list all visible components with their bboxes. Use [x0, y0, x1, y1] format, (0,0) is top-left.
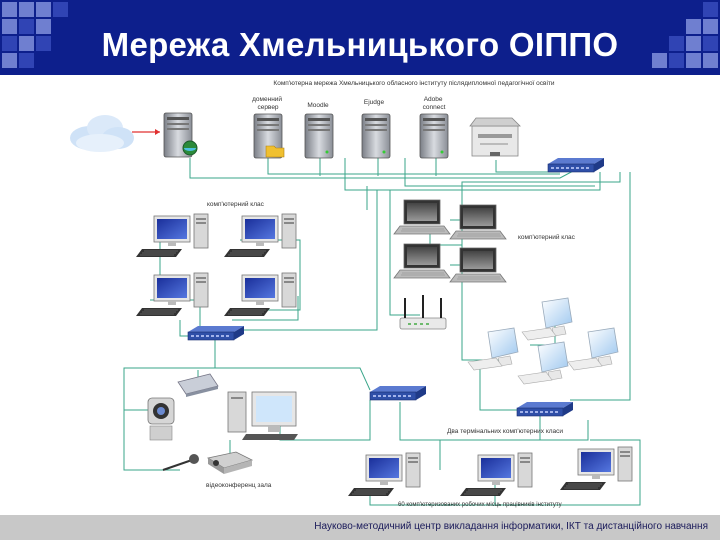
footer-text: Науково-методичний центр викладання інфо… — [314, 521, 708, 532]
terminal-3 — [517, 341, 569, 385]
laptop-2 — [449, 204, 507, 240]
slide-header: Мережа Хмельницького ОІППО — [0, 0, 720, 75]
microphone-icon — [162, 454, 199, 471]
class-left-pc-1 — [135, 213, 209, 258]
terminal-1 — [521, 297, 573, 341]
scanner-icon — [177, 373, 219, 397]
workstation-pc-2 — [459, 452, 533, 497]
diagram-caption: Комп'ютерна мережа Хмельницького обласно… — [273, 79, 555, 87]
class-left-pc-2 — [223, 213, 297, 258]
gateway-server-icon — [163, 112, 198, 158]
class-left-switch-icon — [187, 325, 245, 341]
laptop-1 — [393, 199, 451, 235]
terminal-switch-right-icon — [516, 401, 574, 417]
domain-server-icon — [253, 113, 285, 159]
domain-server-label: доменний сервер — [252, 95, 284, 111]
adobe-connect-label-l2: connect — [423, 104, 446, 111]
domain-server-label-l1: доменний — [252, 95, 282, 103]
class-left-label: комп'ютерний клас — [207, 200, 265, 208]
workstations-label: 60 комп'ютеризованих робочих місць праці… — [398, 502, 562, 508]
printer-icon — [469, 117, 521, 157]
ejudge-server-icon — [361, 113, 391, 159]
projector-icon — [206, 451, 254, 474]
domain-server-label-l2: сервер — [257, 104, 278, 111]
slide-title: Мережа Хмельницького ОІППО — [101, 26, 619, 63]
network-cables — [123, 158, 641, 506]
moodle-server-label: Moodle — [307, 102, 329, 109]
adobe-connect-label: Adobe connect — [423, 96, 446, 111]
webcam-icon — [147, 397, 175, 441]
laptop-3 — [393, 243, 451, 279]
wifi-router-icon — [399, 295, 447, 330]
terminal-4 — [567, 327, 619, 371]
moodle-server-icon — [304, 113, 334, 159]
video-hall-pc-icon — [227, 391, 298, 440]
workstation-pc-3 — [559, 446, 633, 491]
ejudge-server-label: Ejudge — [364, 99, 385, 106]
main-switch-icon — [547, 157, 605, 173]
cloud-icon — [70, 115, 134, 152]
network-diagram: Комп'ютерна мережа Хмельницького обласно… — [70, 79, 641, 508]
footer-bar: Науково-методичний центр викладання інфо… — [0, 515, 720, 540]
class-left-pc-3 — [135, 272, 209, 317]
class-right-label: комп'ютерний клас — [518, 233, 576, 241]
terminal-2 — [467, 327, 519, 371]
terminal-classes-label: Два термінальних комп'ютерних класи — [447, 427, 563, 435]
terminal-switch-mid-icon — [369, 385, 427, 401]
workstation-pc-1 — [347, 452, 421, 497]
video-hall-label: відеоконференц зала — [206, 481, 272, 489]
adobe-connect-label-l1: Adobe — [424, 96, 443, 103]
adobe-connect-server-icon — [419, 113, 449, 159]
